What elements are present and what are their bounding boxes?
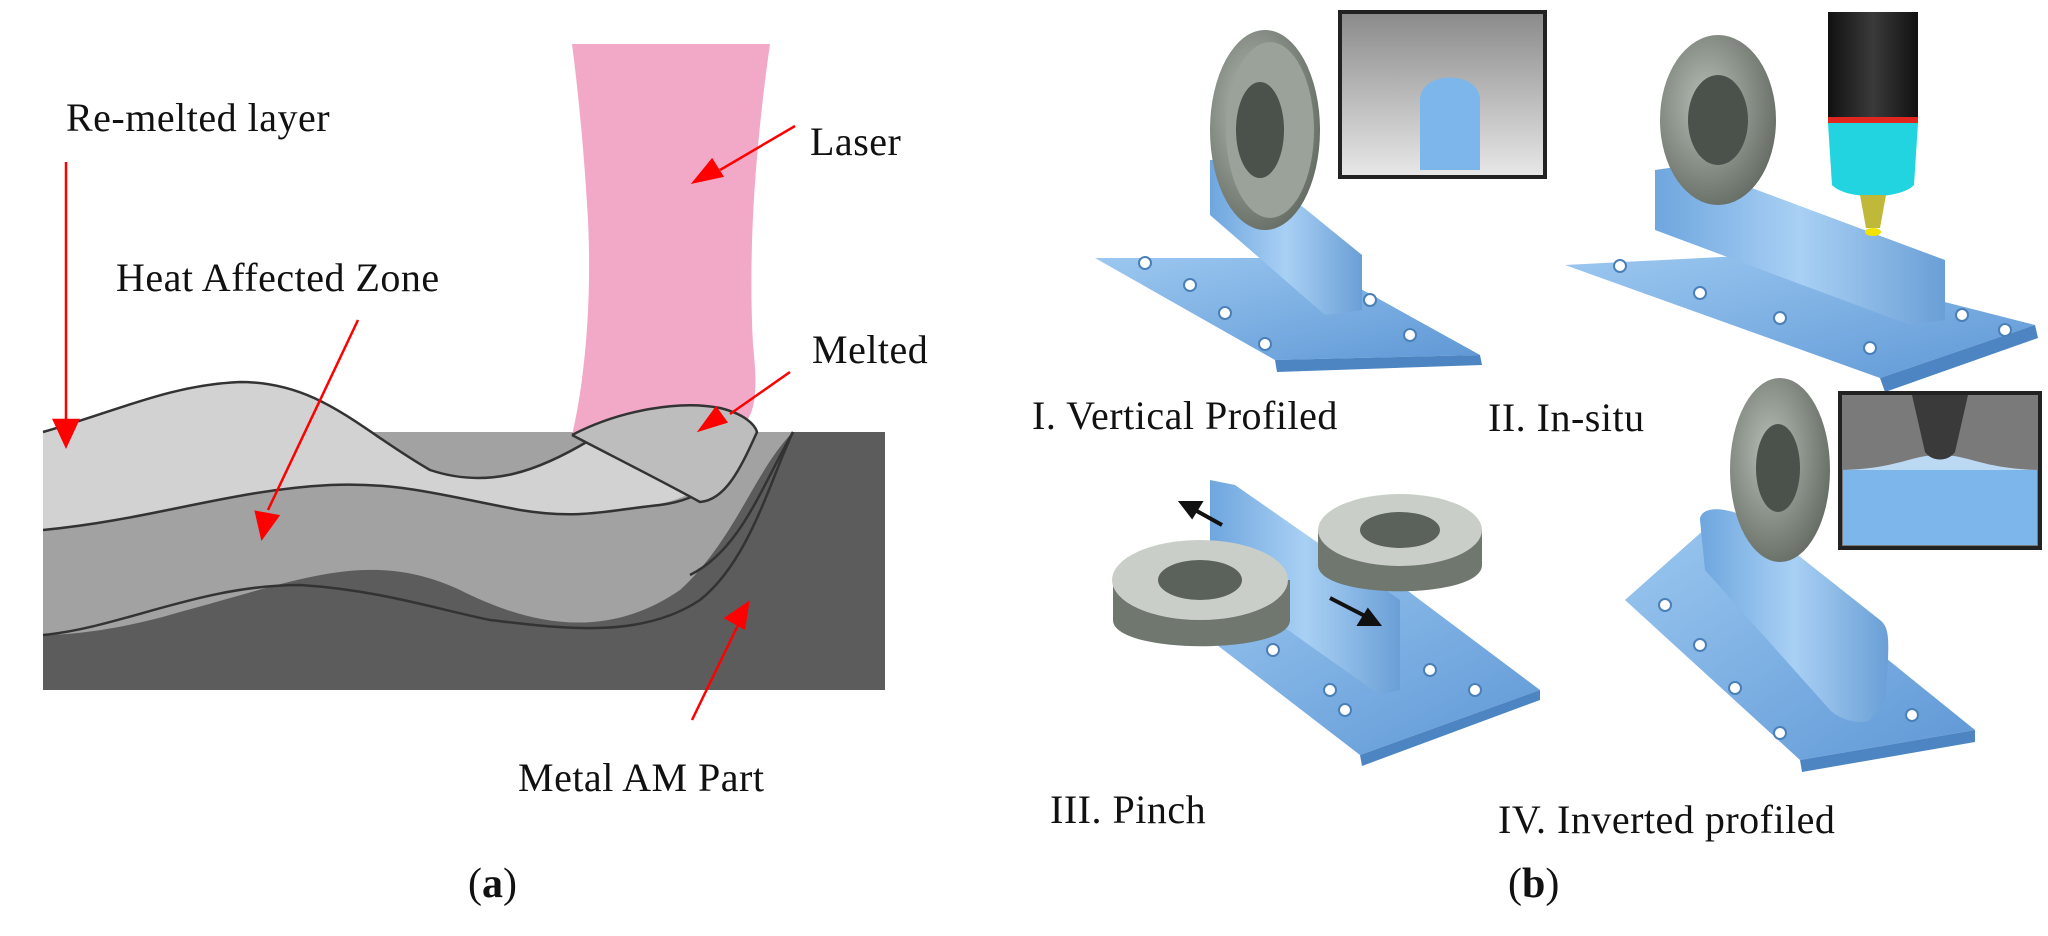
bolt-holes-iv: [1658, 598, 1919, 740]
base-plate-ii: [1565, 255, 2035, 378]
roller-ii: [1660, 35, 1776, 205]
part-slope-line: [689, 431, 795, 577]
illustration-vertical-profiled: [1095, 10, 1547, 372]
laser-beam: [572, 44, 770, 435]
bolt-holes-ii: [1613, 259, 2012, 355]
caption-a-close: ): [503, 861, 517, 907]
arrow-head-laser: [690, 157, 725, 184]
inset-iv: [1838, 391, 2042, 550]
arrow-head-melted: [696, 405, 729, 433]
label-inverted-profiled: IV. Inverted profiled: [1498, 797, 1836, 842]
remelted-boundary-line: [42, 431, 757, 532]
label-metal-am-part: Metal AM Part: [518, 755, 765, 800]
remelted-layer-region: [43, 382, 755, 530]
label-melted: Melted: [812, 327, 929, 372]
label-remelted-layer: Re-melted layer: [66, 95, 331, 140]
caption-a: (a): [468, 863, 517, 905]
caption-a-letter: a: [482, 861, 503, 907]
annotation-arrows: [52, 124, 796, 721]
arrow-head-haz: [254, 510, 281, 541]
print-nozzle: [1828, 12, 1918, 236]
label-laser: Laser: [810, 119, 902, 164]
roller-iii-left: [1112, 540, 1290, 647]
arrow-head-part: [723, 600, 750, 630]
arrow-head-remelted: [52, 418, 80, 449]
wall-iii: [1210, 480, 1400, 695]
melted-pool-region: [572, 405, 757, 502]
illustration-inverted-profiled: [1625, 378, 2042, 772]
bolt-holes-i: [1138, 256, 1417, 351]
haz-boundary-line: [42, 431, 795, 637]
motion-arrows: [1177, 501, 1383, 626]
inset-i: [1338, 10, 1547, 179]
roller-iii-right: [1318, 494, 1482, 592]
label-pinch: III. Pinch: [1050, 787, 1207, 832]
caption-a-open: (: [468, 861, 482, 907]
label-in-situ: II. In-situ: [1488, 395, 1645, 440]
wall-ii: [1655, 165, 1945, 325]
roller-iv: [1730, 378, 1830, 562]
wall-iv: [1700, 509, 1889, 722]
caption-b-open: (: [1508, 861, 1522, 907]
caption-b: (b): [1508, 863, 1559, 905]
illustration-pinch: [1112, 480, 1540, 766]
label-vertical-profiled: I. Vertical Profiled: [1032, 393, 1338, 438]
melted-pool-outline: [571, 404, 759, 504]
roller-i: [1210, 30, 1320, 230]
bolt-holes-iii: [1266, 643, 1482, 717]
caption-b-close: ): [1545, 861, 1560, 907]
illustration-in-situ: [1565, 12, 2038, 392]
panel-a-diagram: [42, 44, 885, 721]
caption-b-letter: b: [1522, 861, 1546, 907]
label-heat-affected-zone: Heat Affected Zone: [116, 255, 440, 300]
